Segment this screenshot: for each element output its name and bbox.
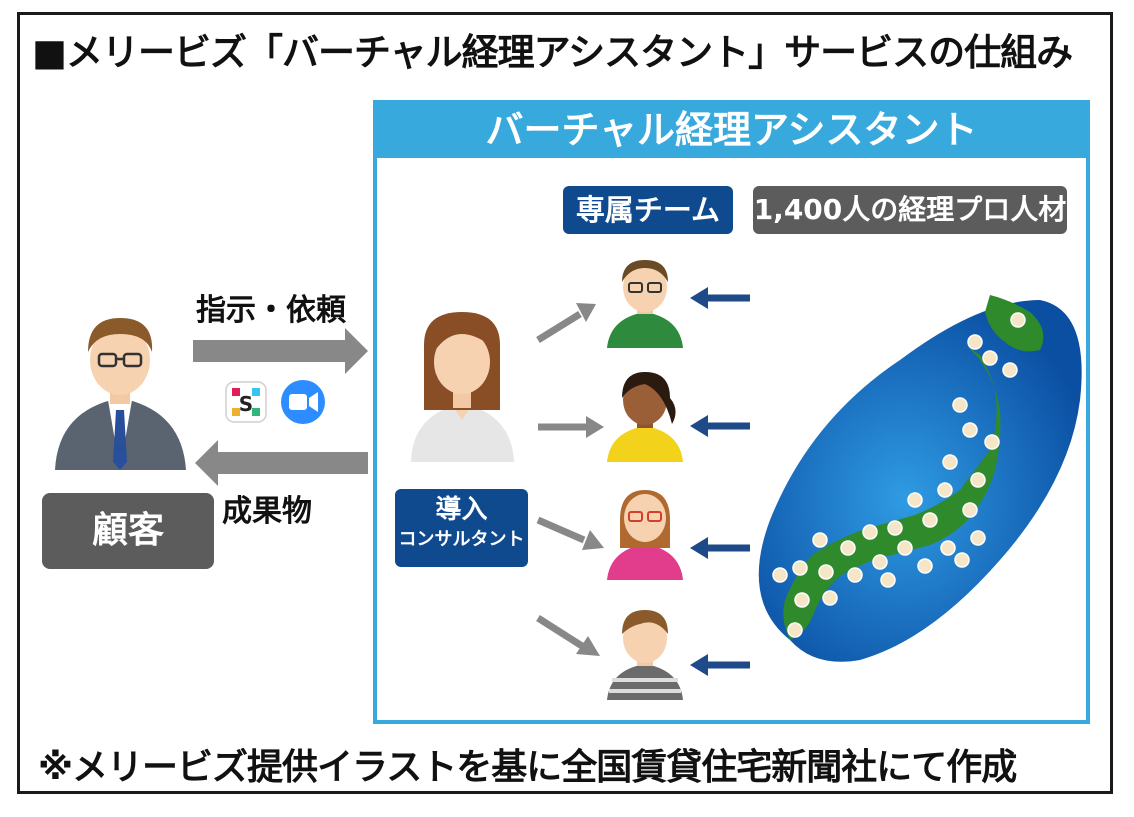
- support-arrow-1: [690, 287, 750, 309]
- consultant-line1: 導入: [435, 495, 488, 525]
- source-note: ※メリービズ提供イラストを基に全国賃貸住宅新聞社にて作成: [38, 747, 1017, 788]
- support-arrow-2: [690, 415, 750, 437]
- consultant-line2: コンサルタント: [398, 529, 525, 550]
- japan-map: [758, 295, 1082, 662]
- svg-text:S: S: [239, 392, 253, 416]
- assign-arrow-3: [536, 516, 604, 550]
- zoom-icon: [281, 380, 325, 424]
- deliverable-label: 成果物: [222, 494, 312, 529]
- team-member-4-icon: [607, 610, 683, 700]
- support-arrow-4: [690, 654, 750, 676]
- customer-badge: 顧客: [42, 493, 214, 569]
- slack-icon: S: [225, 381, 267, 423]
- team-member-3-icon: [607, 490, 683, 580]
- outer-frame: [17, 12, 1113, 794]
- page-title: ■メリービズ「バーチャル経理アシスタント」サービスの仕組み: [32, 31, 1073, 74]
- assign-arrow-4: [536, 615, 600, 656]
- consultant-person-icon: [411, 312, 514, 462]
- deliverable-arrow: [195, 440, 368, 486]
- assign-arrow-2: [538, 416, 604, 438]
- team-badge: 専属チーム: [563, 186, 733, 234]
- team-member-1-icon: [607, 260, 683, 348]
- team-member-2-icon: [607, 372, 683, 462]
- instruction-arrow: [193, 328, 368, 374]
- pro-talent-badge: 1,400人の経理プロ人材: [753, 186, 1067, 234]
- customer-person-icon: [55, 318, 186, 470]
- instruction-label: 指示・依頼: [196, 293, 346, 328]
- service-heading: バーチャル経理アシスタント: [373, 100, 1090, 158]
- support-arrow-3: [690, 537, 750, 559]
- assign-arrow-1: [536, 303, 596, 343]
- consultant-badge: 導入 コンサルタント: [395, 489, 528, 567]
